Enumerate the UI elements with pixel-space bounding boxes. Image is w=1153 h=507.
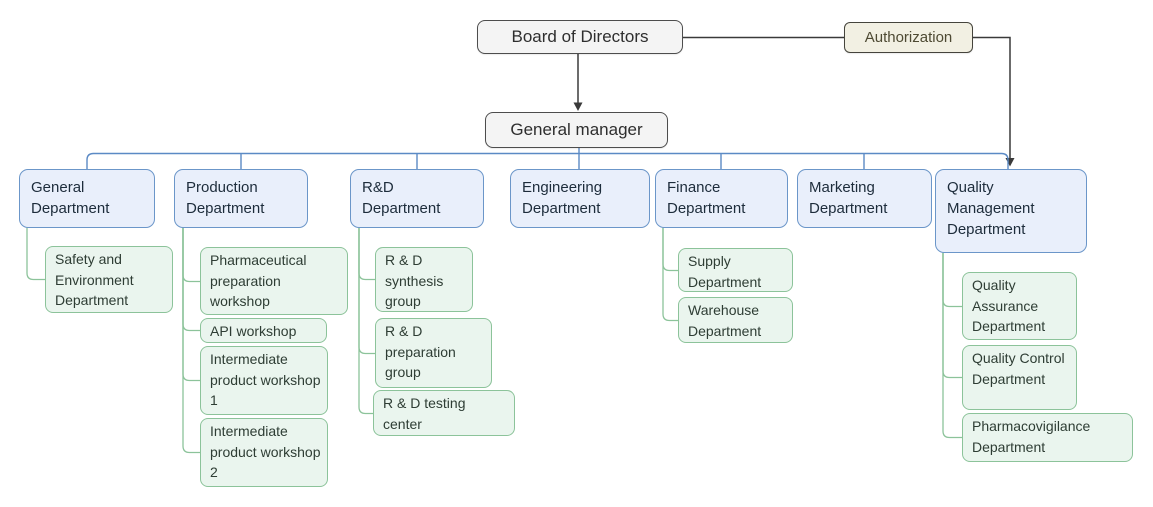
node-rd-testing-center: R & D testing center [373,390,515,436]
node-supply-department: Supply Department [678,248,793,292]
node-marketing-department: Marketing Department [797,169,932,228]
node-label: General Department [31,179,110,217]
node-label: Intermediate product workshop 2 [210,423,321,480]
node-label: Quality Assurance Department [972,277,1046,334]
node-general-department: General Department [19,169,155,228]
node-rd-preparation-group: R & D preparation group [375,318,492,388]
node-rd-synthesis-group: R & D synthesis group [375,247,473,312]
node-rd-department: R&D Department [350,169,484,228]
node-quality-assurance-department: Quality Assurance Department [962,272,1077,340]
node-label: R & D testing center [383,395,466,432]
node-label: R & D synthesis group [385,252,444,309]
node-label: Engineering Department [522,179,603,217]
node-warehouse-department: Warehouse Department [678,297,793,343]
node-safety-and-environment-department: Safety and Environment Department [45,246,173,313]
node-intermediate-product-workshop-1: Intermediate product workshop 1 [200,346,328,415]
node-api-workshop: API workshop [200,318,327,343]
connector-production-child-3 [182,228,200,382]
node-board-of-directors: Board of Directors [477,20,683,54]
node-label: Production Department [186,179,265,217]
node-quality-control-department: Quality Control Department [962,345,1077,410]
node-label: Board of Directors [511,27,649,46]
connector-production-child-4 [182,228,200,454]
connector-finance-child-1 [662,228,678,272]
connector-authorization-to-qm [973,36,1011,158]
node-label: Pharmacovigilance Department [972,418,1091,455]
node-label: R & D preparation group [385,323,456,380]
connector-finance-child-2 [662,228,678,322]
node-label: Marketing Department [809,179,888,217]
node-general-manager: General manager [485,112,668,148]
node-label: Warehouse Department [688,302,762,339]
node-engineering-department: Engineering Department [510,169,650,228]
blue-connectors [86,148,1009,169]
node-label: Quality Management Department [947,179,1035,238]
node-label: Pharmaceutical preparation workshop [210,252,307,309]
connector-gm-rail [86,152,1009,169]
arrowhead-gm [573,102,583,111]
connector-production-child-2 [182,228,200,332]
connector-rd-child-2 [358,228,375,355]
node-label: Supply Department [688,253,762,290]
connector-qm-child-1 [942,253,962,308]
node-label: Quality Control Department [972,350,1065,387]
connector-qm-child-3 [942,253,962,439]
node-pharmaceutical-preparation-workshop: Pharmaceutical preparation workshop [200,247,348,315]
node-production-department: Production Department [174,169,308,228]
connector-general-children [26,228,45,281]
connector-production-child-1 [182,228,200,283]
node-label: Safety and Environment Department [55,251,134,308]
node-label: R&D Department [362,179,441,217]
node-intermediate-product-workshop-2: Intermediate product workshop 2 [200,418,328,487]
connector-rd-child-3 [358,228,373,415]
node-label: Authorization [864,29,953,46]
node-quality-management-department: Quality Management Department [935,169,1087,253]
node-label: Intermediate product workshop 1 [210,351,321,408]
node-pharmacovigilance-department: Pharmacovigilance Department [962,413,1133,462]
node-label: Finance Department [667,179,746,217]
node-label: General manager [510,120,643,139]
node-finance-department: Finance Department [655,169,788,228]
connector-rd-child-1 [358,228,375,281]
node-label: API workshop [210,323,297,339]
node-authorization: Authorization [844,22,973,53]
arrowhead-qm [1005,158,1015,167]
connector-qm-child-2 [942,253,962,379]
